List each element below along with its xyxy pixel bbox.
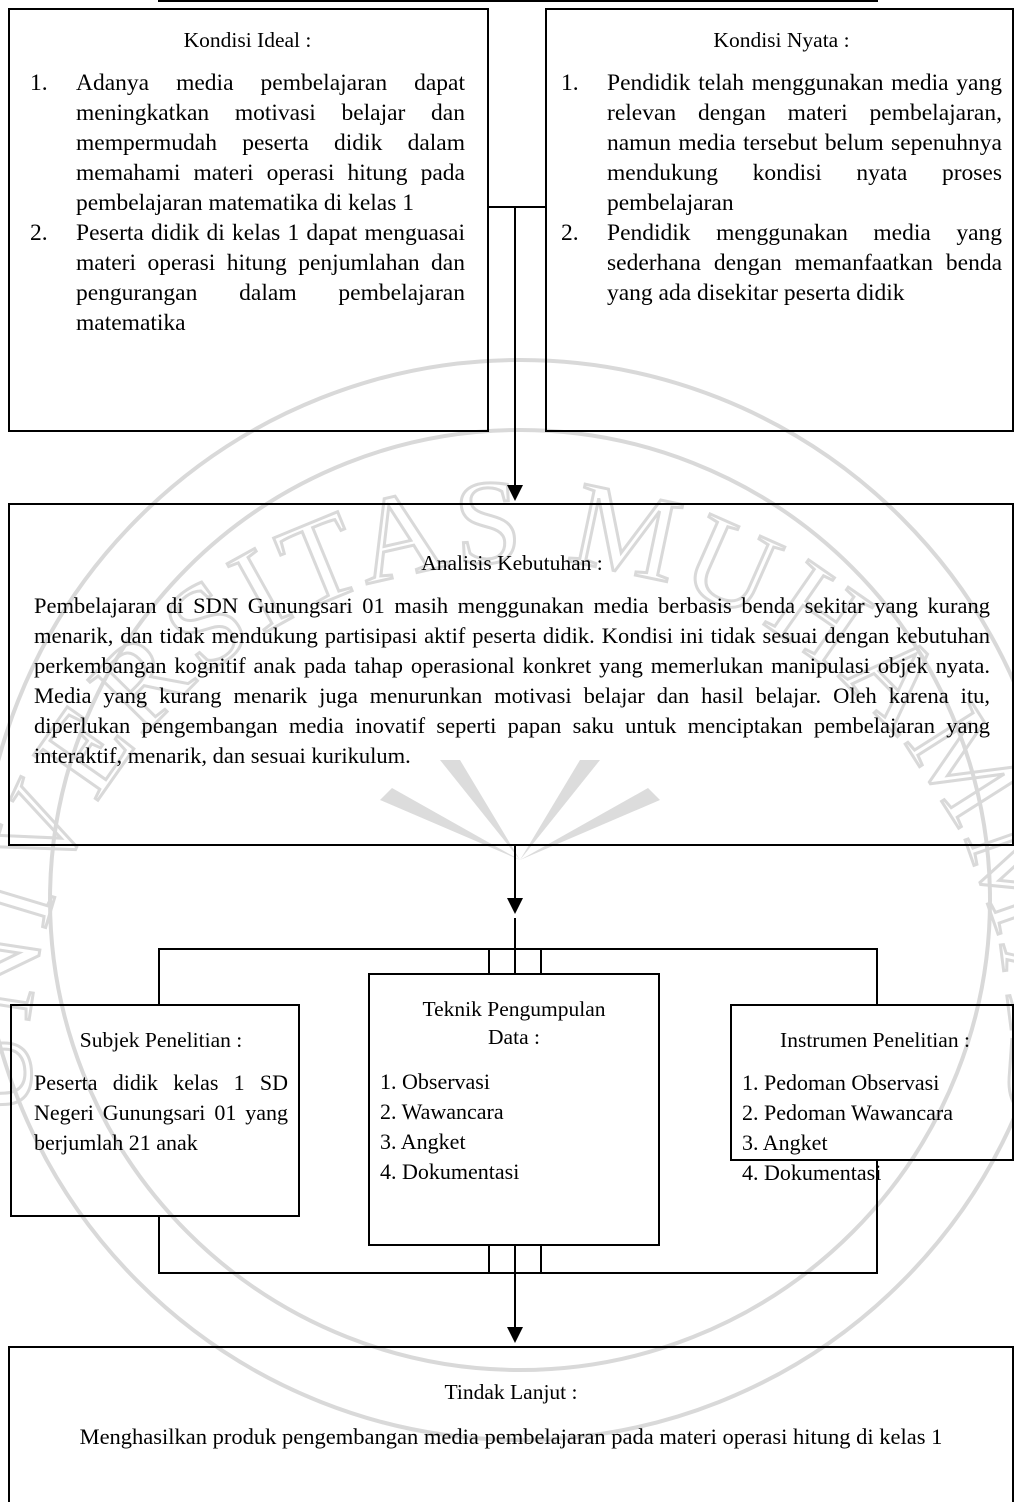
connector-to-tindak (514, 1245, 516, 1328)
teknik-item: 1. Observasi (380, 1069, 490, 1094)
unused (158, 0, 878, 2)
connector-analisis-down (514, 845, 516, 899)
kondisi-nyata-item: 2.Pendidik menggunakan media yang sederh… (561, 220, 1002, 306)
connector-ideal-nyata (488, 206, 547, 208)
tindak-lanjut-text: Menghasilkan produk pengembangan media p… (79, 1424, 943, 1449)
kondisi-ideal-item: 1.Adanya media pembelajaran dapat mening… (30, 70, 465, 216)
kondisi-nyata-item-text: Pendidik telah menggunakan media yang re… (607, 70, 1002, 216)
kondisi-ideal-list: 1.Adanya media pembelajaran dapat mening… (30, 68, 465, 338)
top-bracket-horizontal (158, 948, 878, 950)
kondisi-ideal-item: 2.Peserta didik di kelas 1 dapat menguas… (30, 220, 465, 336)
bottom-bracket-center-l (488, 1245, 490, 1272)
bottom-bracket-center-r (540, 1245, 542, 1272)
teknik-pengumpulan-list: 1. Observasi 2. Wawancara 3. Angket 4. D… (380, 1067, 648, 1187)
instrumen-penelitian-title: Instrumen Penelitian : (780, 1028, 970, 1052)
kondisi-ideal-box: Kondisi Ideal : 1.Adanya media pembelaja… (8, 8, 489, 432)
bottom-bracket-left (158, 1216, 160, 1274)
kondisi-nyata-item-text: Pendidik menggunakan media yang sederhan… (607, 220, 1002, 306)
connector-to-analisis (514, 206, 516, 486)
teknik-item: 2. Wawancara (380, 1099, 504, 1124)
tindak-lanjut-box: Tindak Lanjut : Menghasilkan produk peng… (8, 1346, 1014, 1502)
kondisi-nyata-item: 1.Pendidik telah menggunakan media yang … (561, 70, 1002, 216)
teknik-pengumpulan-title: Teknik Pengumpulan Data : (422, 997, 606, 1049)
teknik-pengumpulan-box: Teknik Pengumpulan Data : 1. Observasi 2… (368, 973, 660, 1246)
arrow-to-tindak-icon (507, 1327, 523, 1343)
subjek-penelitian-box: Subjek Penelitian : Peserta didik kelas … (10, 1004, 300, 1217)
teknik-item: 3. Angket (380, 1129, 466, 1154)
tindak-lanjut-title: Tindak Lanjut : (444, 1380, 578, 1404)
kondisi-ideal-item-text: Peserta didik di kelas 1 dapat menguasai… (76, 220, 465, 336)
top-bracket-center-l (488, 948, 490, 974)
top-bracket-left (158, 948, 160, 1004)
kondisi-nyata-box: Kondisi Nyata : 1.Pendidik telah menggun… (545, 8, 1014, 432)
teknik-item: 4. Dokumentasi (380, 1159, 520, 1184)
kondisi-nyata-list: 1.Pendidik telah menggunakan media yang … (561, 68, 1002, 308)
kondisi-ideal-title: Kondisi Ideal : (183, 28, 312, 52)
instrumen-penelitian-box: Instrumen Penelitian : 1. Pedoman Observ… (730, 1004, 1014, 1185)
analisis-kebutuhan-box: Analisis Kebutuhan : Pembelajaran di SDN… (8, 503, 1014, 846)
subjek-penelitian-text: Peserta didik kelas 1 SD Negeri Gunungsa… (34, 1070, 288, 1155)
bottom-bracket-horizontal (158, 1272, 878, 1274)
arrow-down-analisis-icon (507, 898, 523, 914)
analisis-kebutuhan-text: Pembelajaran di SDN Gunungsari 01 masih … (34, 593, 990, 768)
instrumen-item: 4. Dokumentasi (742, 1160, 882, 1185)
instrumen-item: 2. Pedoman Wawancara (742, 1100, 954, 1125)
kondisi-nyata-title: Kondisi Nyata : (713, 28, 850, 52)
subjek-penelitian-title: Subjek Penelitian : (79, 1028, 243, 1052)
top-bracket-right (876, 948, 878, 1004)
instrumen-item: 3. Angket (742, 1130, 828, 1155)
analisis-kebutuhan-title: Analisis Kebutuhan : (421, 551, 603, 575)
top-bracket-center (514, 918, 516, 974)
instrumen-item: 1. Pedoman Observasi (742, 1070, 940, 1095)
kondisi-ideal-item-text: Adanya media pembelajaran dapat meningka… (76, 70, 465, 216)
arrow-to-analisis-icon (507, 485, 523, 501)
instrumen-penelitian-list: 1. Pedoman Observasi 2. Pedoman Wawancar… (742, 1068, 1008, 1188)
top-bracket-center-r (540, 948, 542, 974)
